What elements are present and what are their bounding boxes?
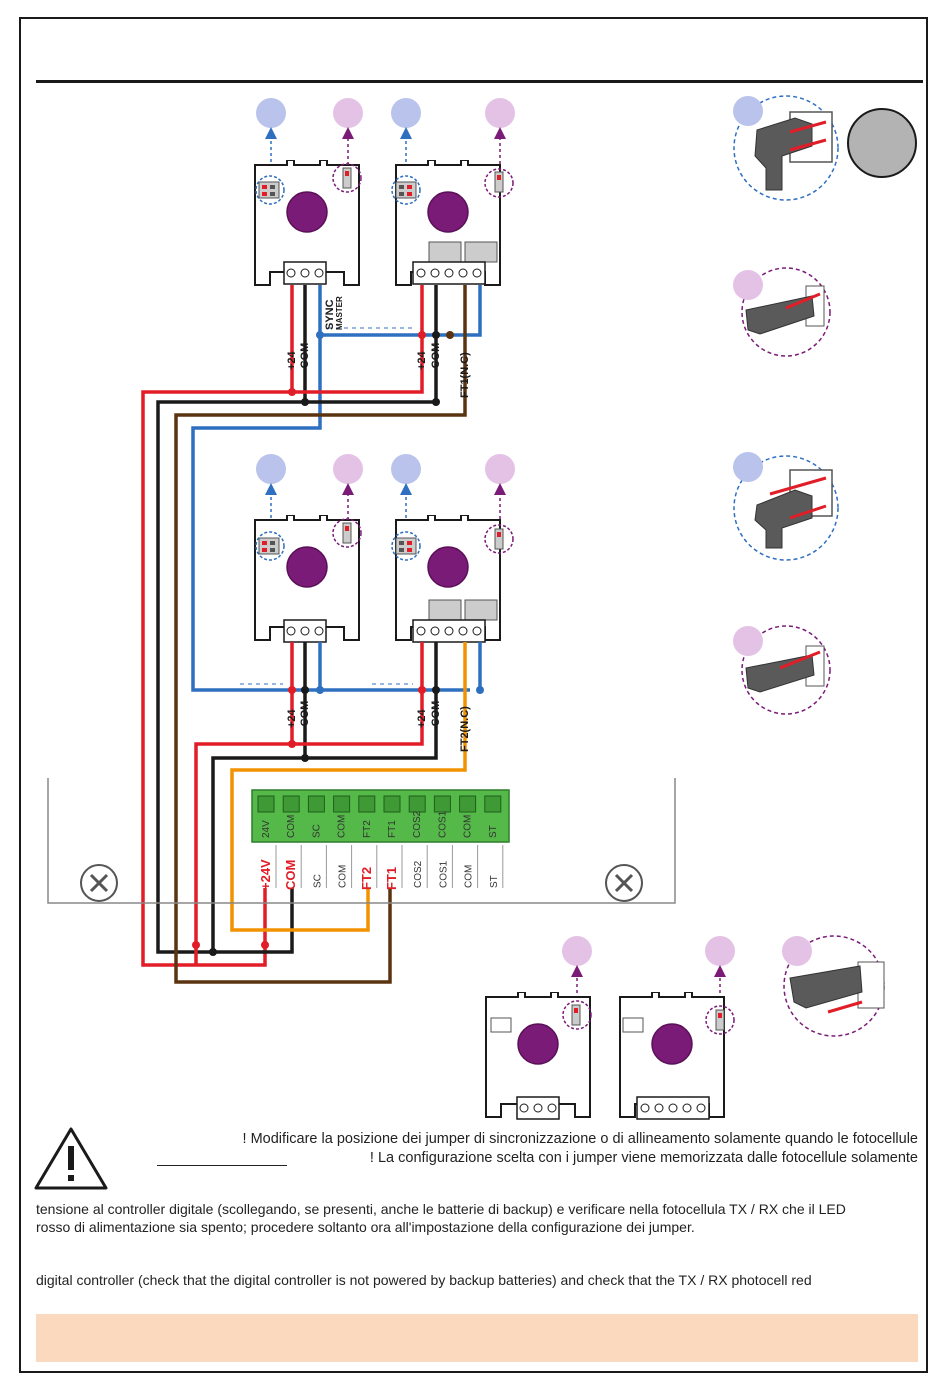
tx-board-bottom [485, 992, 592, 1120]
terminal-outer-label: FT2 [359, 867, 374, 890]
terminal-label: COM [286, 815, 297, 838]
rx-board-top [391, 160, 514, 286]
rx-board-bottom [619, 992, 735, 1120]
tx-board-top [254, 160, 362, 286]
paragraph-it-line-2: rosso di alimentazione sia spento; proce… [36, 1219, 695, 1235]
label-p24-mid-right: +24 [416, 708, 428, 728]
label-com-top-left: -COM [299, 343, 311, 372]
terminal-label: COM [337, 815, 348, 838]
paragraph-it-line-1: tensione al controller digitale (scolleg… [36, 1201, 846, 1217]
terminal-label: COS2 [412, 810, 423, 838]
terminal-screw [408, 795, 426, 813]
jumper-icon-sync-mid [733, 452, 839, 561]
paragraph-en-line-1: digital controller (check that the digit… [36, 1272, 812, 1288]
terminal-outer-label: ST [489, 875, 500, 888]
terminal-screw [307, 795, 325, 813]
terminal-outer-label: COS1 [438, 860, 449, 888]
jumper-icon-align-top [733, 267, 831, 357]
jumper-icon-sync-top [733, 95, 839, 201]
label-com-mid-left: -COM [299, 701, 311, 730]
terminal-screw [358, 795, 376, 813]
terminal-outer-label: COM [464, 865, 475, 888]
label-p24-top-left: +24 [286, 350, 298, 370]
label-p24-mid-left: +24 [286, 708, 298, 728]
warning-triangle-icon [34, 1127, 108, 1190]
warning-underline [157, 1165, 287, 1166]
terminal-label: COM [463, 815, 474, 838]
label-p24-top-right: +24 [416, 350, 428, 370]
page-frame [19, 17, 928, 1373]
terminal-outer-label: +24V [258, 859, 273, 890]
label-master: MASTER [335, 296, 344, 330]
terminal-outer-label: FT1 [384, 867, 399, 890]
terminal-outer-label: COS2 [413, 860, 424, 888]
terminal-screw [257, 795, 275, 813]
jumper-icon-align-mid [733, 625, 831, 715]
terminal-label: COS1 [437, 810, 448, 838]
label-com-mid-right: -COM [430, 701, 442, 730]
label-ft1nc: FT1(N.C) [459, 352, 471, 398]
jumper-icon-align-bottom [782, 935, 885, 1037]
label-ft2nc: FT2(N.C) [459, 706, 471, 752]
terminal-screw [383, 795, 401, 813]
terminal-screw [282, 795, 300, 813]
warning-line-2: ! La configurazione scelta con i jumper … [369, 1150, 918, 1166]
screw-icon-left [80, 864, 118, 902]
warning-line-1: ! Modificare la posizione dei jumper di … [242, 1131, 918, 1147]
terminal-label: 24V [261, 820, 272, 838]
terminal-label: SC [311, 824, 322, 838]
terminal-block: 24V COM SC COM FT2 FT1 COS2 COS1 COM ST [251, 789, 510, 843]
terminal-label: FT1 [387, 820, 398, 838]
terminal-outer-label: COM [338, 865, 349, 888]
header-rule [36, 80, 923, 83]
screw-icon-right [605, 864, 643, 902]
controller-outline [47, 778, 676, 904]
terminal-screw [333, 795, 351, 813]
status-circle-gray [847, 108, 917, 178]
rx-board-middle [391, 515, 514, 643]
terminal-label: ST [488, 825, 499, 838]
terminal-outer-label: COM [283, 860, 298, 890]
terminal-label: FT2 [362, 820, 373, 838]
terminal-screw [484, 795, 502, 813]
tx-board-middle [254, 515, 362, 643]
label-sync: SYNC [324, 299, 336, 330]
label-com-top-right: -COM [430, 343, 442, 372]
terminal-screw [433, 795, 451, 813]
footer-band [36, 1314, 918, 1362]
terminal-screw [459, 795, 477, 813]
terminal-outer-label: SC [312, 874, 323, 888]
